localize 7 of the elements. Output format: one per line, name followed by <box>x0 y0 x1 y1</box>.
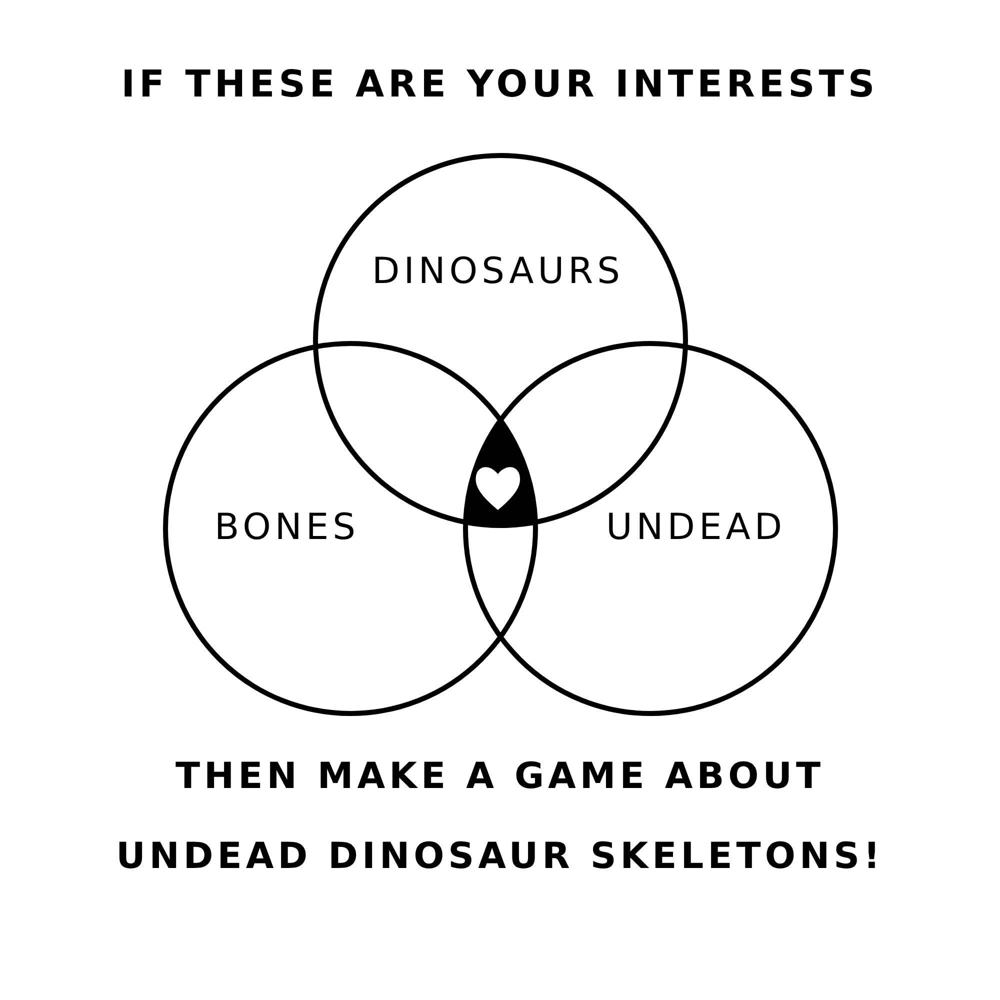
title: IF THESE ARE YOUR INTERESTS <box>121 64 879 106</box>
venn-circle <box>462 340 838 716</box>
circle-label: DINOSAURS <box>372 253 624 291</box>
caption: THEN MAKE A GAME ABOUT UNDEAD DINOSAUR SKELETONS! <box>115 755 885 879</box>
circle-label: UNDEAD <box>606 509 786 547</box>
venn-circle <box>162 340 538 716</box>
circle-label: BONES <box>214 509 360 547</box>
